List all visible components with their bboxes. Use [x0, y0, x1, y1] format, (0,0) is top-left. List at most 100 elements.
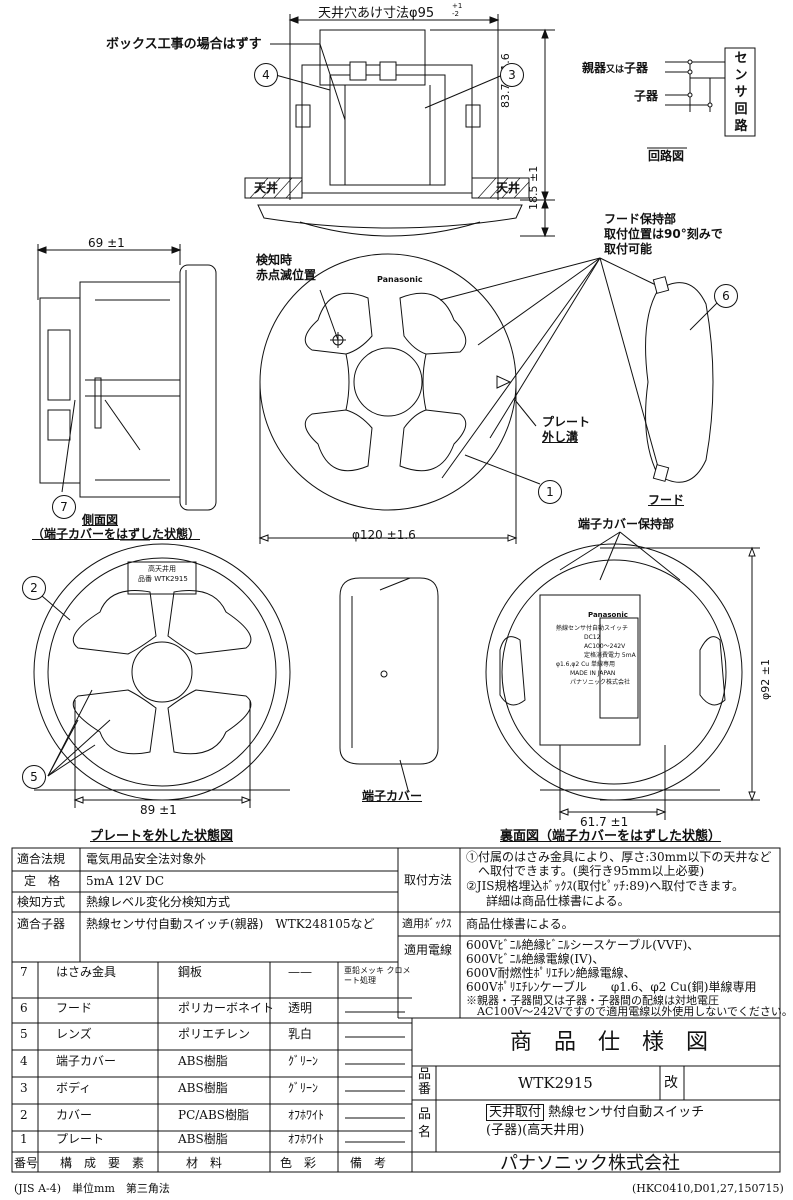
circuit-caption: 回路図 — [648, 149, 685, 163]
parts-no: 7 — [20, 965, 28, 979]
parts-header-no: 番号 — [14, 1156, 39, 1170]
callout-7: 7 — [52, 495, 76, 519]
mount-value-3: ②JIS規格埋込ﾎﾞｯｸｽ(取付ﾋﾟｯﾁ:89)へ取付できます。 — [466, 879, 745, 893]
mount-label: 取付方法 — [404, 873, 453, 887]
product-name-line1: 天井取付 熱線センサ付自動スイッチ — [486, 1104, 705, 1121]
ceiling-right-label: 天井 — [496, 181, 521, 195]
back-dim-617: 61.7 ±1 — [580, 815, 629, 829]
parts-material: ポリカーボネイト — [178, 1001, 275, 1015]
body-upper — [319, 29, 426, 86]
back-dim-92: φ92 ±1 — [759, 659, 772, 700]
parts-header-material: 材 料 — [186, 1156, 223, 1170]
parts-color: ｸﾞﾘｰﾝ — [288, 1054, 319, 1068]
parts-header-name: 構 成 要 素 — [60, 1156, 145, 1170]
parts-material: PC/ABS樹脂 — [178, 1108, 250, 1122]
ceiling-right — [471, 177, 530, 199]
body-lower — [301, 64, 473, 194]
sensor-circuit-text: セ ン サ 回 路 — [732, 50, 750, 135]
detect-value: 熱線レベル変化分検知方式 — [86, 895, 231, 909]
sensor-char: 路 — [734, 119, 748, 134]
compat-label: 適合子器 — [17, 917, 66, 931]
parts-name: カバー — [56, 1108, 93, 1122]
product-name: 熱線センサ付自動スイッチ — [548, 1105, 705, 1120]
parts-material: 鋼板 — [178, 965, 203, 979]
back-label-line: AC100～242V — [584, 643, 626, 650]
rating-label: 定 格 — [24, 874, 61, 888]
sensor-char: サ — [734, 85, 748, 100]
plate-removed-caption: プレートを外した状態図 — [90, 829, 234, 844]
back-label-line: φ1.6,φ2 Cu 単線専用 — [556, 661, 615, 668]
parts-material: ABS樹脂 — [178, 1081, 228, 1095]
sensor-char: ン — [734, 68, 748, 83]
circuit-child-2: 子器 — [634, 89, 659, 103]
side-caption-sub: （端子カバーをはずした状態） — [32, 527, 201, 541]
wire-5: ※親器・子器間又は子器・子器間の配線は対地電圧 — [466, 994, 719, 1007]
parts-material: ポリエチレン — [178, 1027, 251, 1041]
callout-1: 1 — [538, 480, 562, 504]
name-label-1: 品 — [418, 1107, 432, 1122]
child-label-1: 子器 — [624, 61, 649, 75]
petals-removed — [72, 590, 252, 755]
hood-holder-3: 取付可能 — [604, 242, 653, 256]
callout-2: 2 — [22, 576, 46, 600]
wire-label: 適用電線 — [404, 943, 453, 957]
parts-no: 2 — [20, 1108, 28, 1122]
rev-label: 改 — [664, 1075, 678, 1091]
footer-left: (JIS A-4) 単位mm 第三角法 — [14, 1182, 170, 1195]
back-label-line: 熱線センサ付自動スイッチ — [556, 625, 629, 632]
law-label: 適合法規 — [17, 852, 66, 866]
plate-groove-1: プレート — [542, 415, 591, 429]
part-number: WTK2915 — [518, 1074, 593, 1092]
mount-value-4: 詳細は商品仕様書による。 — [486, 894, 630, 908]
front-dim-120: φ120 ±1.6 — [352, 528, 416, 542]
side-caption: 側面図 — [82, 513, 119, 527]
hole-tol-plus: +1 — [452, 2, 463, 10]
parts-color: ｸﾞﾘｰﾝ — [288, 1081, 319, 1095]
parts-no: 4 — [20, 1054, 28, 1068]
parts-material: ABS樹脂 — [178, 1054, 228, 1068]
detect-label-2: 赤点滅位置 — [256, 268, 317, 282]
hole-dimension: 天井穴あけ寸法φ95 — [318, 7, 434, 20]
parts-name: 端子カバー — [56, 1054, 117, 1068]
box-label: 適用ﾎﾞｯｸｽ — [402, 917, 452, 930]
or-label: 又は — [606, 65, 625, 75]
company-name: パナソニック株式会社 — [500, 1153, 680, 1174]
wire-4: 600Vﾎﾟﾘｴﾁﾚﾝケーブル φ1.6、φ2 Cu(銅)単線専用 — [466, 980, 757, 994]
parts-no: 3 — [20, 1081, 28, 1095]
lens-petals — [304, 292, 467, 472]
back-caption: 裏面図（端子カバーをはずした状態） — [500, 829, 722, 844]
back-holder-label: 端子カバー保持部 — [578, 517, 675, 531]
hood-outline — [645, 282, 714, 483]
product-name-line2: (子器)(高天井用) — [486, 1123, 585, 1138]
sensor-char: 回 — [734, 102, 748, 117]
parts-header-color: 色 彩 — [280, 1156, 317, 1170]
circuit-parent-child: 親器又は子器 — [582, 62, 648, 75]
parts-name: はさみ金具 — [56, 965, 117, 979]
compat-value: 熱線センサ付自動スイッチ(親器) WTK248105など — [86, 917, 375, 931]
parts-name: フード — [56, 1001, 93, 1015]
parts-name: レンズ — [56, 1027, 92, 1041]
brand-mark: Panasonic — [377, 275, 423, 284]
parts-name: ボディ — [56, 1081, 92, 1095]
parent-label: 親器 — [582, 61, 607, 75]
parts-no: 5 — [20, 1027, 28, 1041]
back-label-brand: Panasonic — [588, 611, 628, 619]
back-label-line: DC12 — [584, 634, 601, 641]
front-plate — [259, 253, 517, 511]
callout-4: 4 — [254, 63, 278, 87]
spec-table-grid — [11, 847, 781, 1173]
parts-no: 1 — [20, 1132, 28, 1146]
parts-no: 6 — [20, 1001, 28, 1015]
title-block-title: 商 品 仕 様 図 — [510, 1030, 709, 1055]
plate-label-2: 品番 WTK2915 — [138, 575, 188, 583]
plate-groove-2: 外し溝 — [542, 430, 579, 444]
depth-dimension: 18.5 ±1 — [527, 165, 540, 210]
footer-right: (HKC0410,D01,27,150715) — [632, 1182, 784, 1195]
parts-name: プレート — [56, 1132, 105, 1146]
name-label-2: 名 — [418, 1125, 432, 1140]
back-label-line: パナソニック株式会社 — [570, 679, 631, 686]
side-dim-69: 69 ±1 — [88, 236, 125, 250]
wire-6: AC100V～242Vですので適用電線以外使用しないでください。 — [466, 1005, 793, 1018]
law-value: 電気用品安全法対象外 — [86, 852, 207, 866]
